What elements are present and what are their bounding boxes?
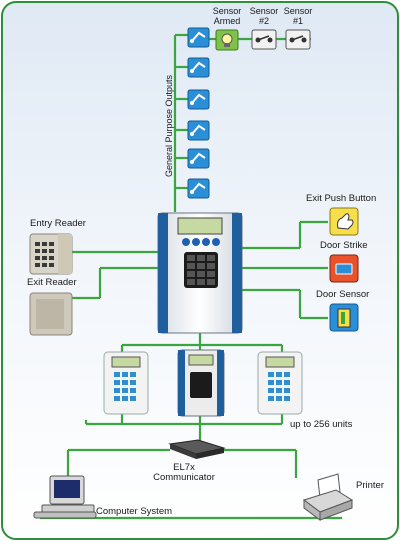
sensor-armed-icon: [215, 29, 239, 51]
communicator-device: [168, 439, 226, 459]
output-relay-icon: [187, 27, 210, 48]
printer-label: Printer: [356, 480, 384, 491]
sensor-armed-label-1: Sensor: [213, 6, 242, 16]
computer-system-label: Computer System: [96, 506, 172, 517]
output-relay-icon: [187, 57, 210, 78]
communicator-label-2: Communicator: [153, 472, 215, 483]
network-unit-right: [257, 351, 303, 415]
sensor-1-label-2: #1: [293, 16, 303, 26]
exit-reader-label: Exit Reader: [27, 277, 77, 288]
output-relay-icon: [187, 178, 210, 199]
door-strike-label: Door Strike: [320, 240, 368, 251]
sensor-2-label-2: #2: [259, 16, 269, 26]
entry-reader-device: [29, 233, 73, 275]
sensor-2-label-1: Sensor: [250, 6, 279, 16]
units-count-label: up to 256 units: [290, 419, 353, 430]
output-relay-icon: [187, 120, 210, 141]
sensor-1-label-1: Sensor: [284, 6, 313, 16]
network-unit-center: [177, 349, 225, 417]
door-strike-icon: [329, 254, 359, 283]
door-sensor-icon: [329, 303, 359, 332]
exit-push-button-label: Exit Push Button: [306, 193, 376, 204]
output-relay-icon: [187, 89, 210, 110]
entry-reader-label: Entry Reader: [30, 218, 86, 229]
door-sensor-label: Door Sensor: [316, 289, 369, 300]
network-unit-left: [103, 351, 149, 415]
main-controller: [157, 212, 243, 334]
outputs-label: General Purpose Outputs: [164, 74, 174, 177]
communicator-label-1: EL7x: [173, 462, 195, 473]
sensor-armed-label-2: Armed: [214, 16, 241, 26]
sensor-1-icon: [285, 29, 311, 50]
exit-push-button-icon: [329, 207, 359, 236]
printer-icon: [302, 473, 354, 521]
exit-reader-device: [29, 292, 73, 336]
output-relay-column: [187, 27, 210, 199]
sensor-2-icon: [251, 29, 277, 50]
output-relay-icon: [187, 148, 210, 169]
computer-icon: [33, 475, 97, 519]
